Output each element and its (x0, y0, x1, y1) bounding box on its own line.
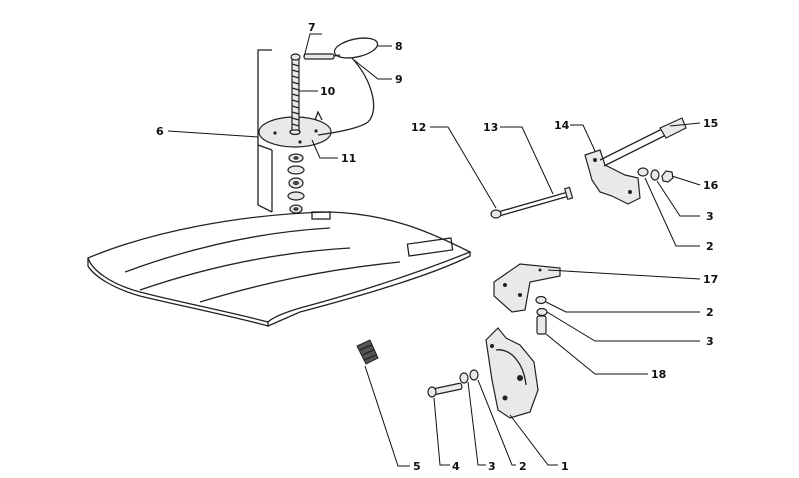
nut-washer-set-right (637, 167, 674, 183)
latch-bracket (493, 263, 561, 313)
leader-lines (167, 33, 701, 467)
callout-4: 4 (452, 460, 460, 473)
long-bolt (490, 186, 574, 219)
rubber-buffer (356, 339, 379, 365)
hood-hinge-arm (584, 117, 687, 205)
callout-labels: 7 8 9 10 6 11 12 13 14 15 16 3 2 17 2 3 … (156, 21, 719, 473)
callout-3-lower: 3 (488, 460, 496, 473)
callout-6: 6 (156, 125, 164, 138)
callout-2-lower: 2 (519, 460, 527, 473)
hood-latch (485, 327, 539, 419)
lock-pin-assembly (303, 37, 379, 136)
stand-bracket (257, 49, 273, 213)
callout-12: 12 (411, 121, 426, 134)
threaded-rod (290, 53, 301, 131)
callout-13: 13 (483, 121, 498, 134)
hood-panel (87, 211, 472, 327)
callout-11: 11 (341, 152, 356, 165)
washer-nut-bolt-set (535, 295, 548, 335)
callout-10: 10 (320, 85, 336, 98)
base-plate (258, 110, 332, 148)
callout-5: 5 (413, 460, 421, 473)
callout-1: 1 (561, 460, 569, 473)
latch-bolt-set (427, 369, 479, 398)
callout-14: 14 (554, 119, 570, 132)
washer-stack (287, 153, 305, 214)
callout-15: 15 (703, 117, 718, 130)
callout-16: 16 (703, 179, 719, 192)
callout-3-middle: 3 (706, 335, 714, 348)
callout-9: 9 (395, 73, 403, 86)
callout-3-upper: 3 (706, 210, 714, 223)
callout-17: 17 (703, 273, 718, 286)
callout-2-middle: 2 (706, 306, 714, 319)
callout-18: 18 (651, 368, 666, 381)
callout-7: 7 (308, 21, 316, 34)
callout-2-upper: 2 (706, 240, 714, 253)
callout-8: 8 (395, 40, 403, 53)
